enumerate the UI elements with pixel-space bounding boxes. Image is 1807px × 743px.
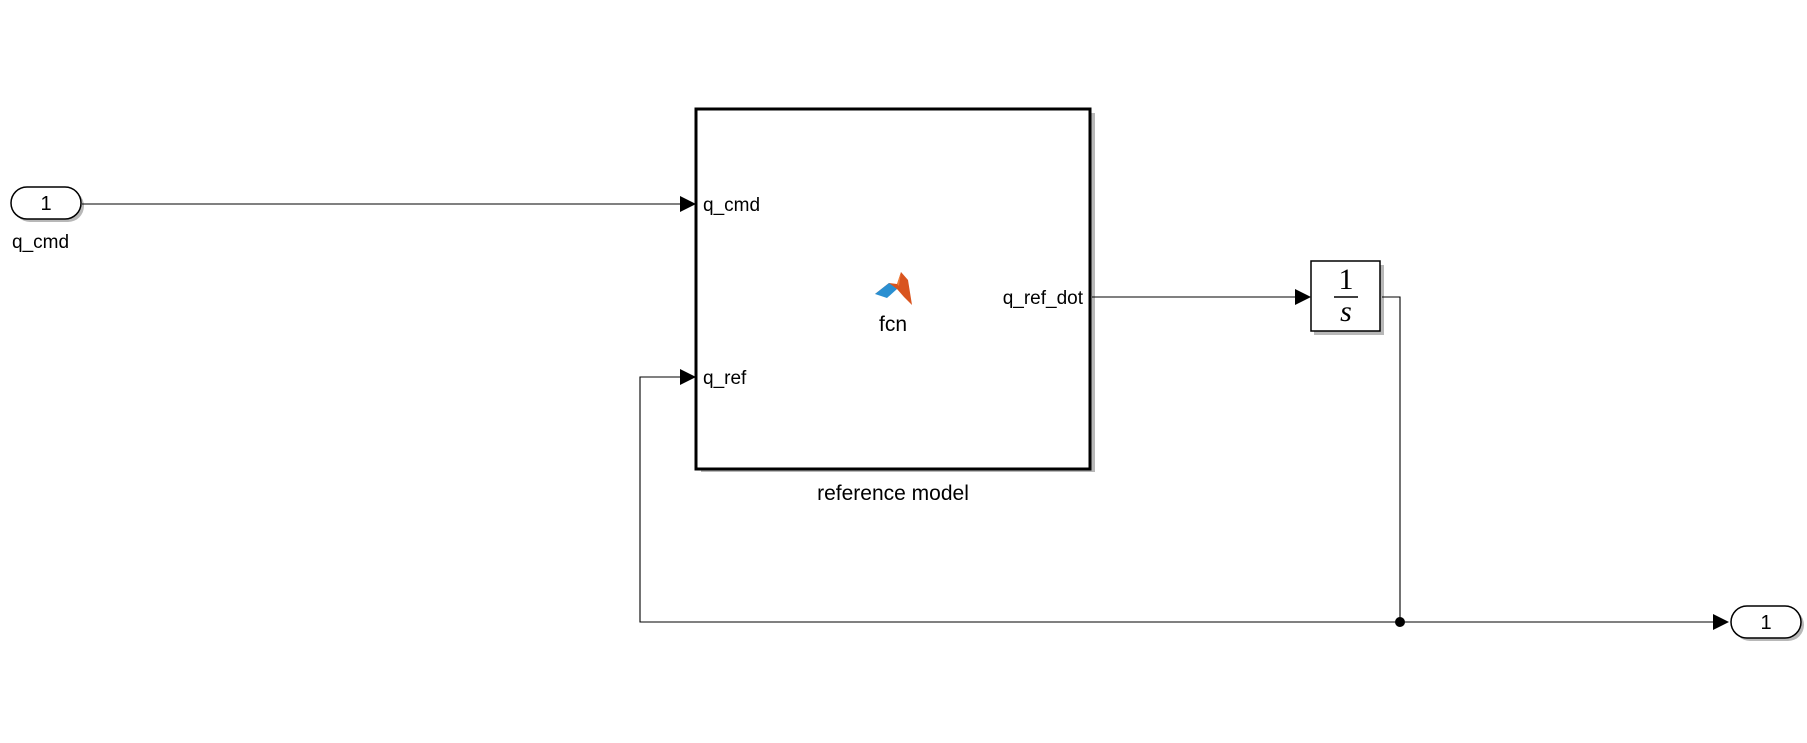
reference-model-block[interactable]: q_cmd q_ref q_ref_dot fcn <box>694 107 1092 471</box>
outport-block[interactable]: 1 <box>1730 605 1802 639</box>
input-port-label-q-ref: q_ref <box>703 368 747 389</box>
input-port-label-q-cmd: q_cmd <box>703 195 760 216</box>
signal-line-feedback-q-ref[interactable] <box>639 376 1400 623</box>
arrowhead-outport <box>1713 614 1729 630</box>
integrator-numerator: 1 <box>1339 263 1354 296</box>
integrator-denominator: s <box>1340 295 1352 328</box>
output-port-label-q-ref-dot: q_ref_dot <box>1003 288 1084 309</box>
outport-number: 1 <box>1760 612 1771 634</box>
signal-line-integrator-out[interactable] <box>1382 296 1401 622</box>
arrowhead-integrator-in <box>1295 289 1311 305</box>
matlab-function-icon <box>875 272 912 305</box>
signal-lines <box>82 203 1716 627</box>
inport-label: q_cmd <box>12 232 69 253</box>
integrator-block[interactable]: 1 s <box>1310 260 1381 332</box>
reference-model-block-name: reference model <box>817 482 969 505</box>
arrowhead-q-ref <box>680 369 696 385</box>
branch-point <box>1395 617 1405 627</box>
function-label: fcn <box>879 313 907 336</box>
arrowheads <box>680 196 1729 630</box>
inport-number: 1 <box>40 193 51 215</box>
arrowhead-q-cmd <box>680 196 696 212</box>
inport-block[interactable]: 1 q_cmd <box>10 186 82 253</box>
